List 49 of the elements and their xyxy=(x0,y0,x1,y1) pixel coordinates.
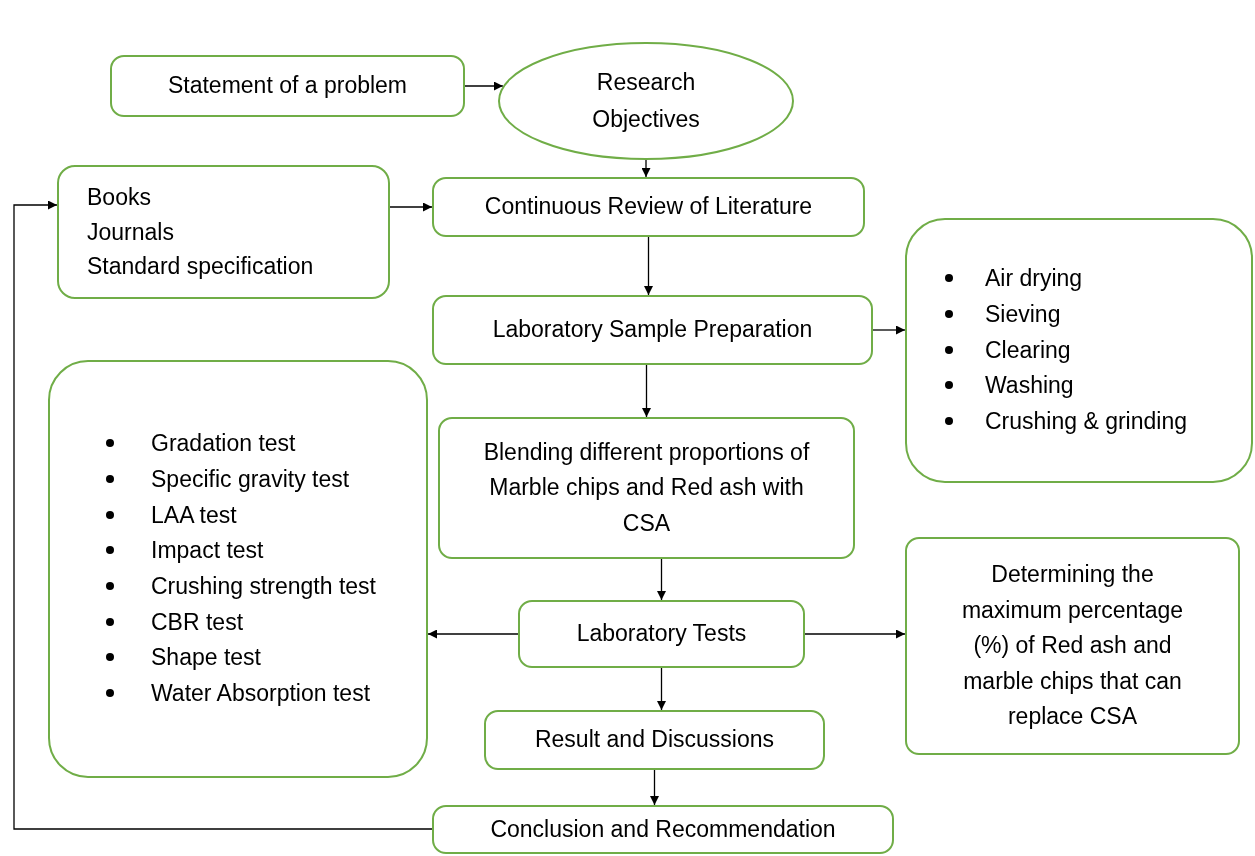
node-text: Determining the maximum percentage (%) of Red ash and marble chips that can replace CSA xyxy=(960,559,1185,732)
bullet-item: CBR test xyxy=(151,607,244,637)
bullet-item: Sieving xyxy=(985,300,1061,330)
bullet-list-box xyxy=(905,218,1253,483)
process-box xyxy=(432,295,873,365)
node-text: Conclusion and Recommendation xyxy=(490,814,836,844)
node-text: Blending different proportions of Marble chips and Red ash with CSA xyxy=(482,437,811,538)
bullet-item: Crushing & grinding xyxy=(985,406,1187,436)
node-text: Laboratory Sample Preparation xyxy=(492,315,813,345)
bullet-item: Gradation test xyxy=(151,429,296,459)
process-box xyxy=(484,710,825,770)
arrow xyxy=(13,200,433,830)
node-text: Continuous Review of Literature xyxy=(484,192,813,222)
arrow xyxy=(464,81,504,91)
node-text: Statement of a problem xyxy=(167,71,408,101)
process-box xyxy=(905,537,1240,755)
bullet-item: Water Absorption test xyxy=(151,678,371,708)
process-box xyxy=(432,177,865,237)
arrow xyxy=(872,325,906,335)
process-box xyxy=(432,805,894,854)
process-box xyxy=(518,600,805,668)
process-box xyxy=(438,417,855,559)
bullet-item: Crushing strength test xyxy=(151,572,376,601)
bullet-item: Specific gravity test xyxy=(151,465,350,495)
bullet-item: LAA test xyxy=(151,500,237,530)
arrow xyxy=(642,364,651,418)
source-item: Books xyxy=(87,183,152,213)
process-box xyxy=(110,55,465,117)
source-item: Journals xyxy=(87,217,175,247)
bullet-item: Washing xyxy=(985,371,1074,401)
bullet-list-box xyxy=(48,360,428,778)
arrow xyxy=(657,667,666,711)
node-text: Research Objectives xyxy=(591,68,701,134)
bullet-item: Clearing xyxy=(985,335,1071,365)
arrow xyxy=(804,629,906,639)
arrow xyxy=(389,202,433,212)
arrow xyxy=(427,629,519,639)
arrow xyxy=(641,159,651,178)
bullet-item: Shape test xyxy=(151,643,261,673)
node-text: Result and Discussions xyxy=(534,725,775,755)
arrow xyxy=(644,236,653,296)
node-text: Laboratory Tests xyxy=(576,619,747,649)
arrow xyxy=(657,558,666,601)
bullet-item: Air drying xyxy=(985,264,1083,294)
source-box xyxy=(57,165,390,299)
objective-ellipse xyxy=(498,42,794,160)
arrow xyxy=(650,769,659,806)
source-item: Standard specification xyxy=(87,252,315,282)
bullet-item: Impact test xyxy=(151,536,264,566)
